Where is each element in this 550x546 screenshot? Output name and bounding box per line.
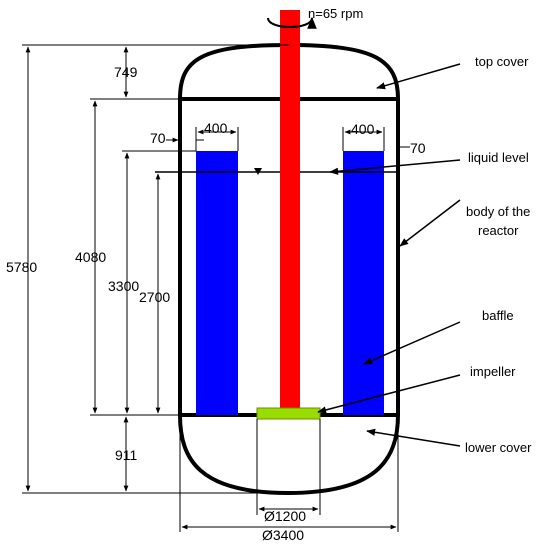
label-body-line1: body of the	[466, 204, 530, 219]
dim-baffle-width-right: 400	[351, 121, 375, 137]
dim-lower-cover-height: 911	[115, 447, 138, 463]
dim-baffle-width-left: 400	[204, 120, 228, 136]
label-lower-cover: lower cover	[465, 440, 532, 455]
label-body-line2: reactor	[478, 223, 519, 238]
label-top-cover: top cover	[475, 54, 529, 69]
dim-liquid-height: 2700	[139, 289, 170, 305]
dim-impeller-diameter: Ø1200	[264, 508, 306, 524]
dim-body-height: 4080	[75, 249, 106, 265]
leader-lower-cover	[366, 428, 461, 447]
dim-gap-right: 70	[410, 140, 426, 156]
impeller	[256, 407, 321, 420]
dim-vessel-diameter: Ø3400	[262, 527, 304, 543]
baffle-left	[196, 151, 238, 415]
label-baffle: baffle	[482, 308, 514, 323]
dim-gap-left: 70	[150, 130, 166, 146]
liquid-level-marker	[254, 168, 262, 175]
rotation-arrow-icon	[267, 16, 317, 29]
leader-body	[399, 199, 461, 247]
dim-total-height: 5780	[6, 259, 37, 275]
leader-top-cover	[376, 63, 461, 90]
baffle-right	[343, 151, 384, 415]
shaft	[280, 10, 300, 412]
speed-label: n=65 rpm	[308, 6, 363, 21]
leader-liquid-level	[329, 159, 461, 175]
leader-baffle	[363, 321, 461, 365]
dim-top-cover-height: 749	[114, 64, 138, 80]
label-impeller: impeller	[470, 364, 516, 379]
leader-impeller	[317, 374, 461, 414]
dim-baffle-height: 3300	[108, 278, 139, 294]
label-liquid-level: liquid level	[468, 150, 529, 165]
